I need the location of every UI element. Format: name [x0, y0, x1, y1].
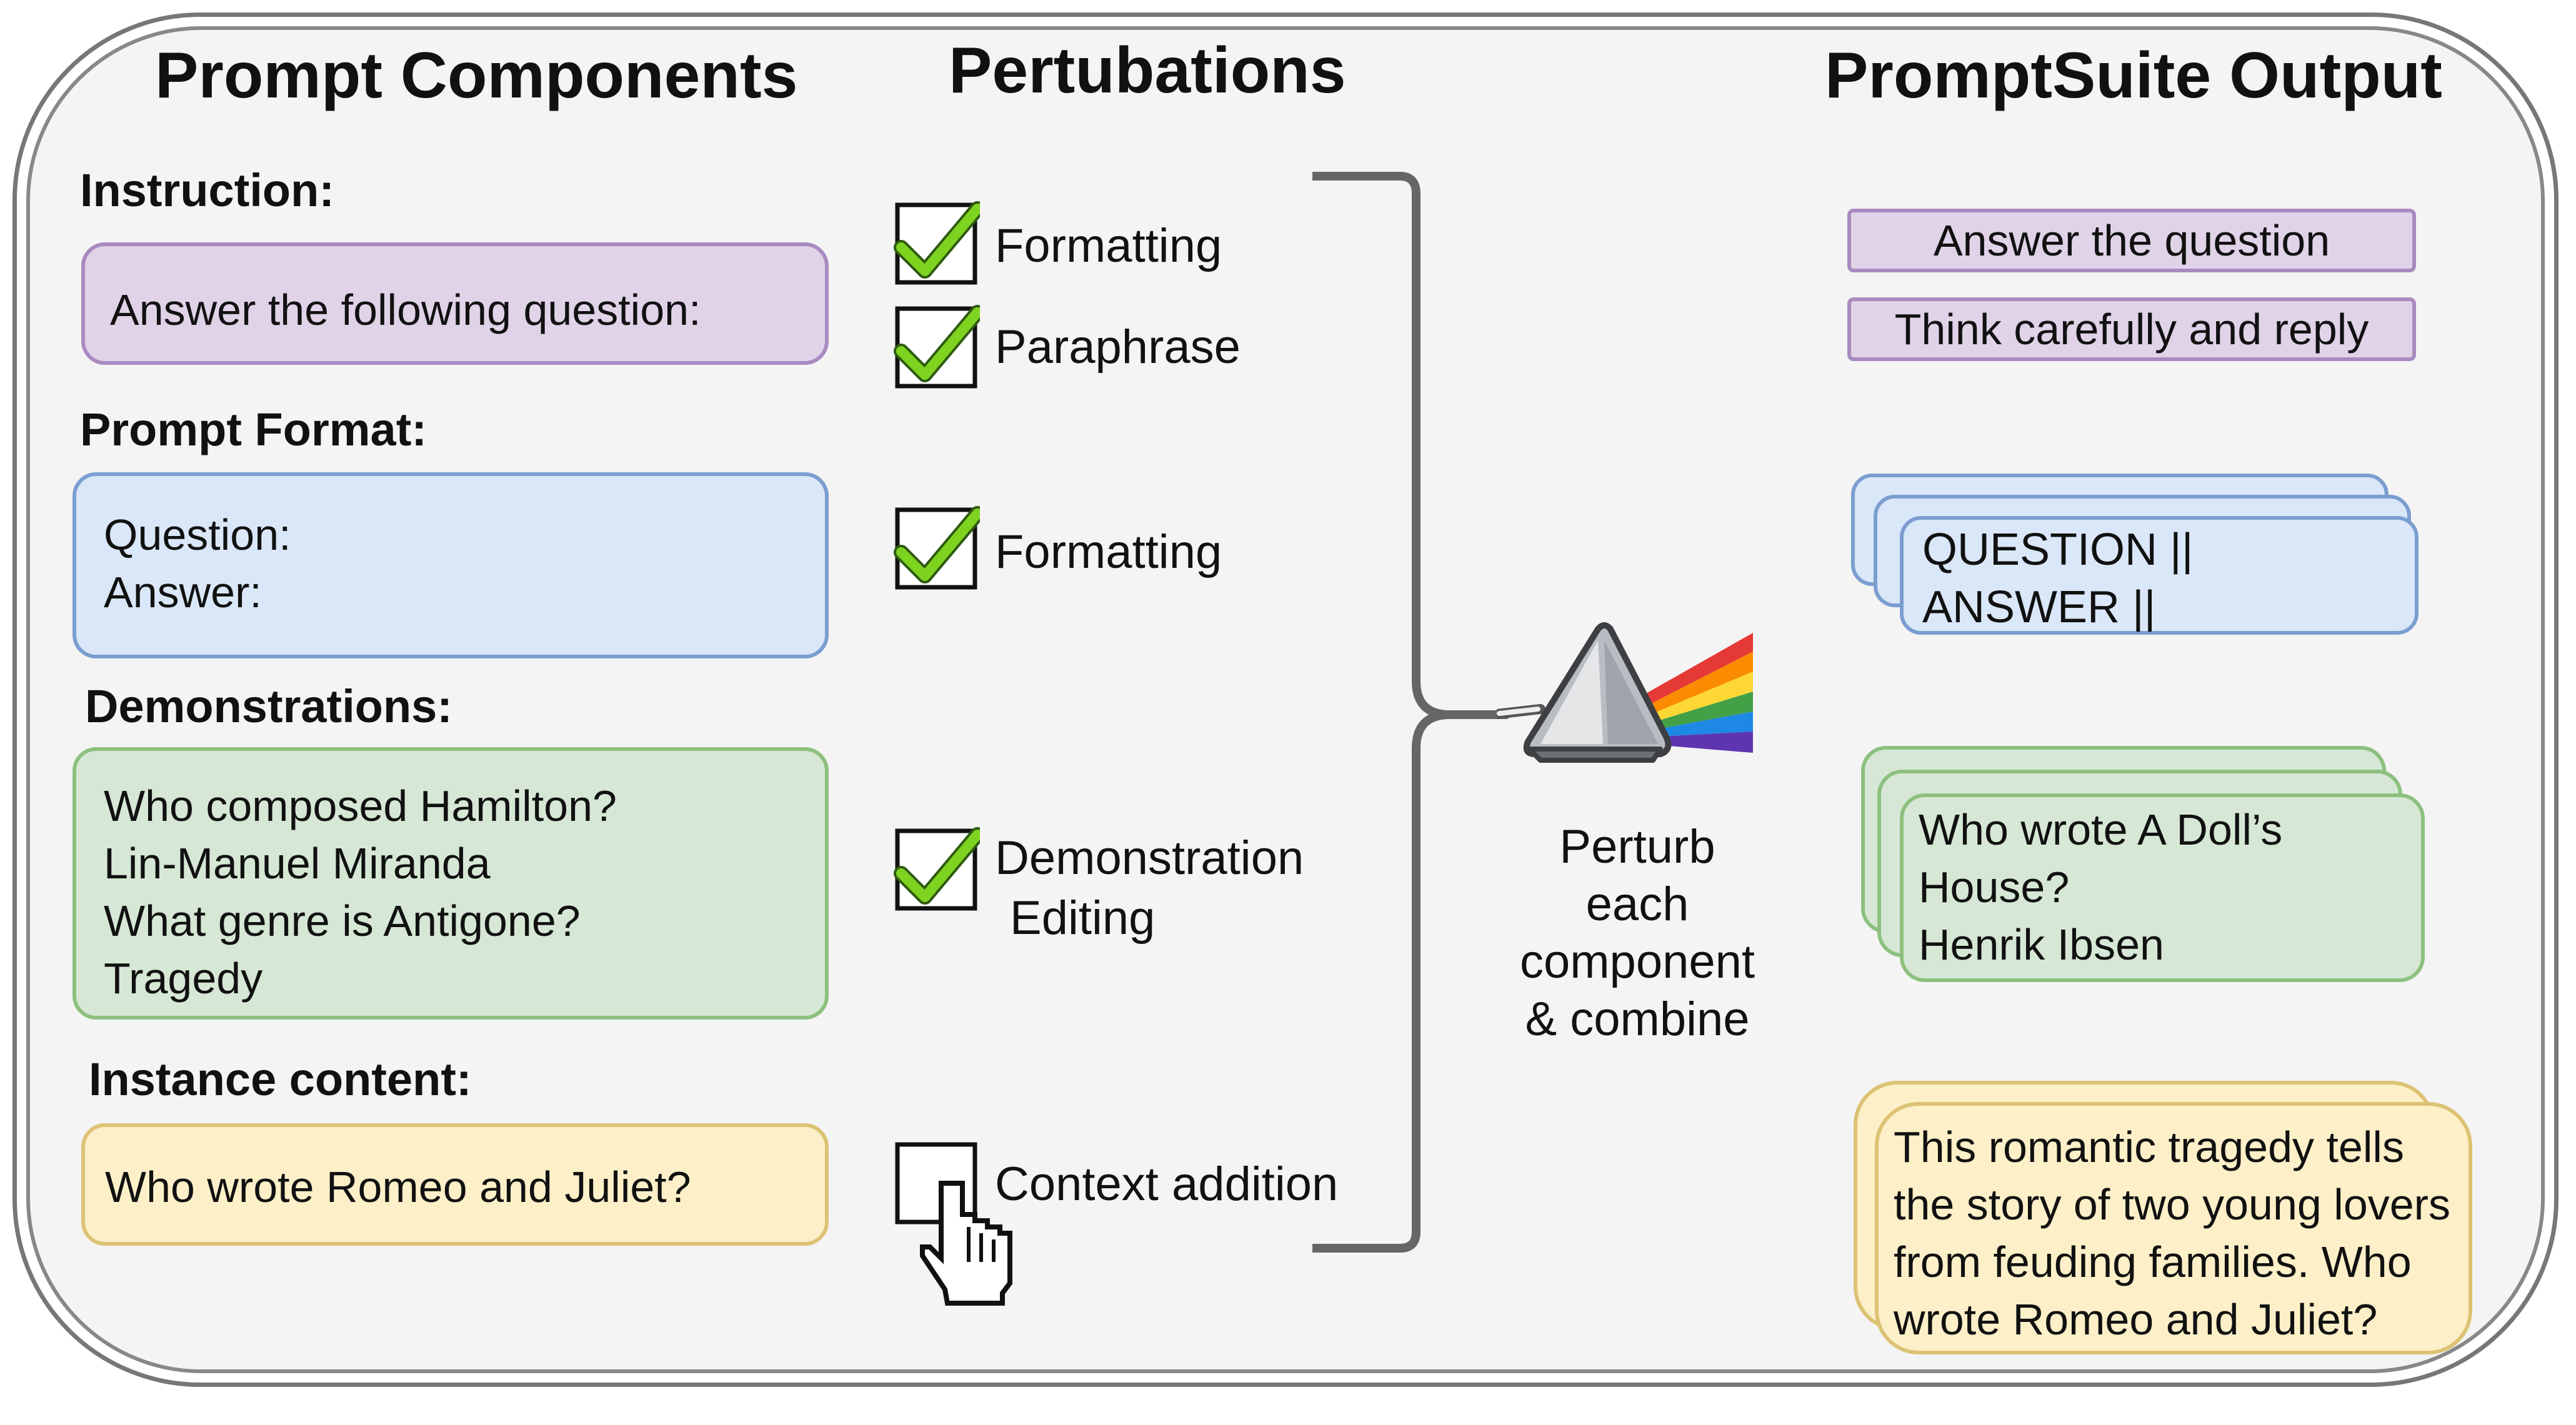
perturbation-label: Formatting: [995, 525, 1222, 578]
format-line: Answer:: [104, 568, 262, 617]
demo-line: What genre is Antigone?: [104, 896, 581, 945]
prism-caption: Perturb each component & combine: [1494, 818, 1781, 1048]
caption-line: component: [1519, 935, 1755, 988]
instruction-box: Answer the following question:: [81, 242, 829, 365]
checkmark-icon: [896, 307, 980, 380]
output-format-line: ANSWER ||: [1922, 582, 2156, 632]
output-title: PromptSuite Output: [1825, 39, 2442, 112]
prism-icon: [1497, 622, 1753, 763]
perturbation-label: Paraphrase: [995, 320, 1241, 374]
checkbox-formatting-2[interactable]: [892, 505, 980, 592]
perturbation-label: Context addition: [995, 1158, 1339, 1211]
prompt-format-box: Question: Answer:: [72, 472, 829, 658]
output-demo-line: House?: [1919, 863, 2070, 911]
perturbation-label-line: Demonstration: [995, 832, 1304, 885]
demo-line: Tragedy: [104, 954, 263, 1003]
output-instruction-2: Think carefully and reply: [1847, 297, 2416, 361]
components-title: Prompt Components: [155, 39, 798, 112]
output-instance-line: This romantic tragedy tells: [1894, 1123, 2404, 1171]
checkmark-icon: [896, 204, 980, 276]
perturbation-label-line: Editing: [1010, 891, 1156, 945]
caption-line: Perturb: [1559, 820, 1715, 873]
instance-card-front: This romantic tragedy tells the story of…: [1875, 1102, 2472, 1354]
format-card-front: QUESTION || ANSWER ||: [1900, 516, 2419, 635]
demonstrations-label: Demonstrations:: [85, 680, 452, 732]
checkbox-context-addition[interactable]: [892, 1140, 1042, 1308]
output-instruction-text: Answer the question: [1933, 216, 2330, 265]
output-instance-line: from feuding families. Who: [1894, 1238, 2412, 1286]
output-instruction-text: Think carefully and reply: [1894, 305, 2369, 354]
output-instruction-1: Answer the question: [1847, 209, 2416, 272]
demo-line: Lin-Manuel Miranda: [104, 839, 491, 888]
output-demo-line: Henrik Ibsen: [1919, 920, 2164, 969]
instance-label: Instance content:: [89, 1053, 472, 1105]
checkmark-icon: [896, 509, 980, 581]
caption-line: each: [1585, 878, 1689, 931]
demo-card-front: Who wrote A Doll’s House? Henrik Ibsen: [1900, 793, 2425, 982]
demonstrations-box: Who composed Hamilton? Lin-Manuel Mirand…: [72, 747, 829, 1020]
output-demo-line: Who wrote A Doll’s: [1919, 805, 2283, 854]
instance-text: Who wrote Romeo and Juliet?: [105, 1163, 691, 1211]
instruction-text: Answer the following question:: [110, 285, 701, 334]
checkmark-icon: [896, 830, 980, 902]
prompt-format-label: Prompt Format:: [80, 404, 427, 455]
hand-cursor-icon: [920, 1181, 1012, 1306]
format-line: Question:: [104, 510, 291, 559]
demo-line: Who composed Hamilton?: [104, 782, 617, 830]
checkbox-formatting-1[interactable]: [892, 200, 980, 287]
instruction-label: Instruction:: [80, 164, 334, 216]
output-instance-line: the story of two young lovers: [1894, 1180, 2450, 1229]
checkbox-paraphrase[interactable]: [892, 304, 980, 391]
caption-line: & combine: [1525, 993, 1750, 1046]
checkbox-demonstration-editing[interactable]: [892, 826, 980, 913]
perturbations-title: Pertubations: [949, 34, 1346, 107]
output-format-line: QUESTION ||: [1922, 525, 2194, 575]
instance-box: Who wrote Romeo and Juliet?: [81, 1123, 829, 1246]
perturbation-label: Formatting: [995, 219, 1222, 272]
output-instance-line: wrote Romeo and Juliet?: [1894, 1295, 2378, 1344]
